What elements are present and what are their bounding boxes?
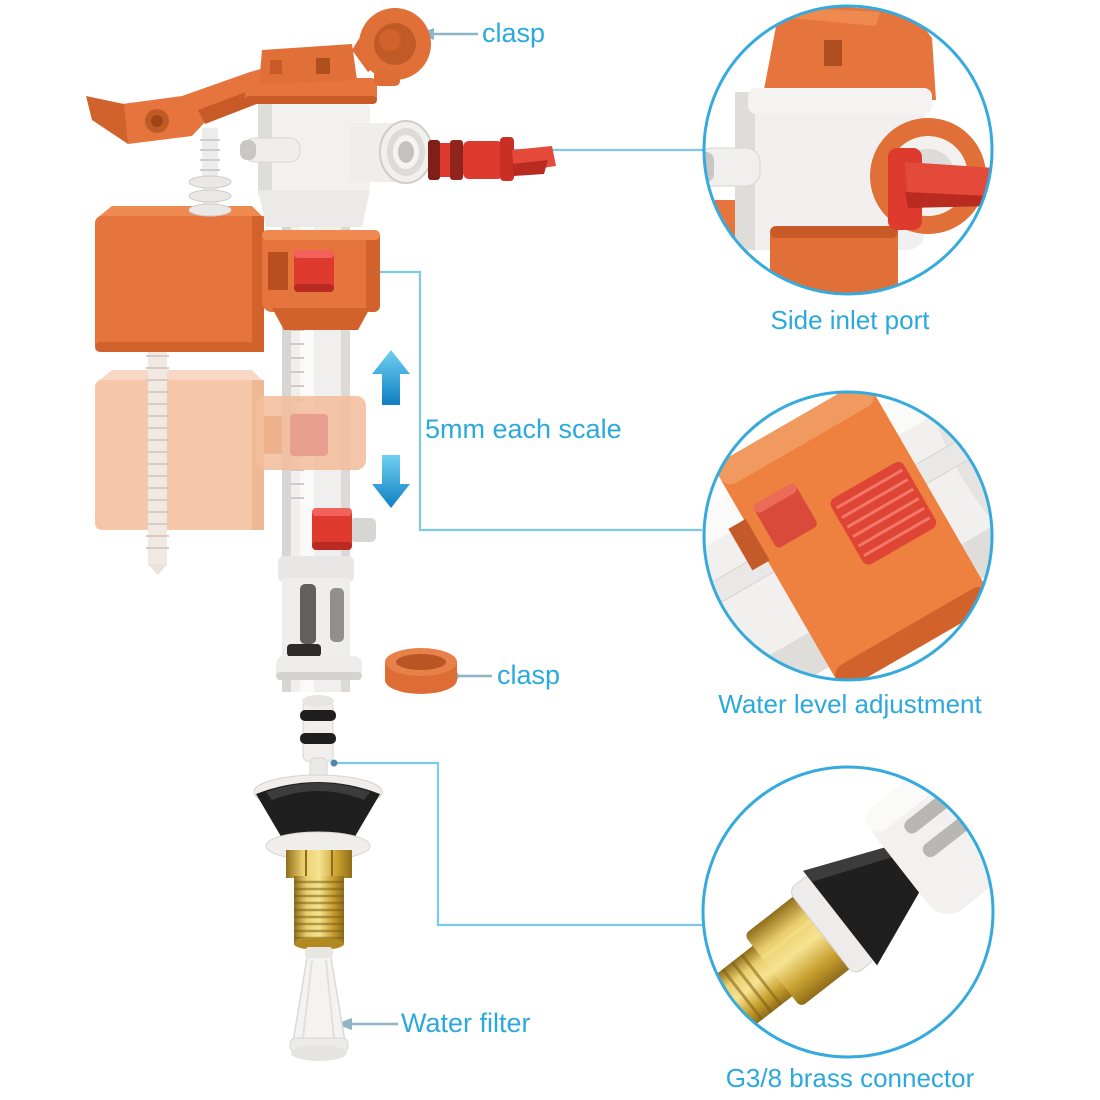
caption-brass-connector: G3/8 brass connector bbox=[725, 1063, 975, 1093]
valve-top-cap bbox=[245, 44, 377, 104]
label-clasp-bottom: clasp bbox=[497, 660, 561, 690]
label-scale-note: 5mm each scale bbox=[425, 414, 622, 444]
seal-and-brass-connector bbox=[253, 774, 383, 950]
callout-water-level bbox=[702, 390, 994, 682]
valve-bottom-section bbox=[276, 556, 362, 680]
valve-head-body bbox=[240, 100, 433, 227]
callout-side-inlet bbox=[702, 4, 994, 296]
callout1-nozzle bbox=[704, 147, 761, 187]
down-arrow-icon bbox=[372, 455, 410, 508]
clasp-ring-bottom bbox=[385, 648, 457, 694]
leader-dot-brass bbox=[330, 759, 338, 767]
float-box bbox=[95, 206, 264, 352]
label-water-filter: Water filter bbox=[401, 1008, 531, 1038]
caption-water-level-adjustment: Water level adjustment bbox=[718, 689, 982, 719]
caption-side-inlet-port: Side inlet port bbox=[770, 305, 930, 335]
leader-clasp-bottom bbox=[451, 672, 492, 680]
fill-valve-illustration bbox=[86, 8, 556, 1061]
stem-with-orings bbox=[300, 695, 336, 799]
leader-brass-connector bbox=[334, 761, 702, 927]
callout2-ribbed-button bbox=[830, 461, 937, 565]
label-clasp-top: clasp bbox=[482, 18, 546, 48]
red-quick-connector bbox=[428, 137, 556, 181]
up-arrow-icon bbox=[372, 350, 410, 405]
lower-adjust-button bbox=[312, 508, 376, 550]
callout2-clamp bbox=[717, 392, 992, 680]
left-nozzle bbox=[240, 137, 301, 163]
ghost-water-level-clamp bbox=[256, 396, 366, 470]
water-level-clamp bbox=[262, 230, 380, 330]
water-filter-part bbox=[289, 947, 349, 1061]
float-rod bbox=[188, 128, 232, 217]
clamp-release-button bbox=[294, 250, 334, 292]
callout3-orange-clip bbox=[990, 859, 1092, 956]
clasp-ring-top bbox=[352, 8, 431, 86]
leader-water-filter bbox=[336, 1018, 398, 1030]
float-adjust-screw bbox=[146, 348, 169, 575]
callout-brass-connector bbox=[701, 765, 1092, 1059]
ghost-float-box bbox=[95, 370, 264, 530]
